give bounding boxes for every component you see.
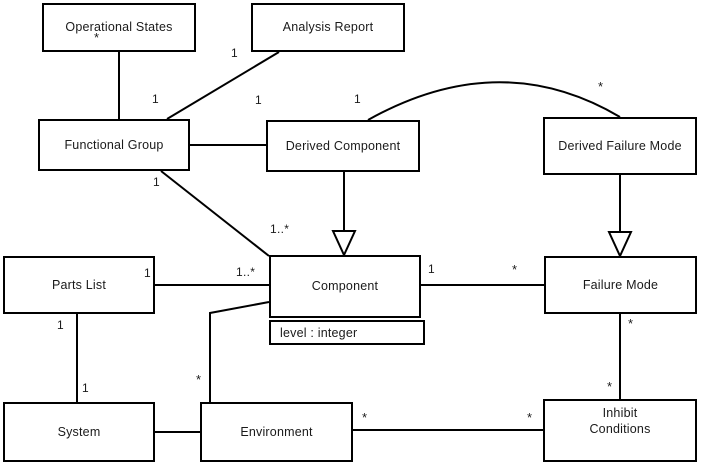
class-name-operational-states: Operational States	[65, 20, 173, 35]
multiplicity-label-mult-derived-failure-mode-end: *	[598, 79, 604, 94]
multiplicity-label-mult-component-parts-end: 1..*	[236, 265, 256, 279]
class-box-environment[interactable]: Environment	[200, 402, 353, 462]
multiplicity-label-mult-system-parts-end: 1	[82, 381, 89, 395]
multiplicity-label-mult-inhibit-conditions-env-end: *	[527, 410, 533, 425]
edge-analysis-report--functional-group[interactable]	[166, 51, 280, 120]
generalization-arrowhead-derived-component--component	[331, 230, 357, 258]
class-box-component[interactable]: Component	[269, 255, 421, 318]
attribute-compartment-component-attributes: level : integer	[269, 320, 425, 345]
multiplicity-label-mult-environment-ic-end: *	[362, 410, 368, 425]
multiplicity-label-mult-failure-mode-ic-end: *	[628, 316, 634, 331]
multiplicity-label-mult-derived-component-left-end: 1	[354, 92, 361, 106]
class-box-functional-group[interactable]: Functional Group	[38, 119, 190, 171]
class-box-operational-states[interactable]: Operational States	[42, 3, 196, 52]
edge-component--environment[interactable]	[209, 301, 270, 402]
class-name-system: System	[57, 424, 101, 439]
class-name-functional-group: Functional Group	[64, 137, 164, 152]
class-box-parts-list[interactable]: Parts List	[3, 256, 155, 314]
multiplicity-label-mult-component-fm-end: 1	[428, 262, 435, 276]
edge-functional-group--component[interactable]	[160, 170, 270, 257]
generalization-arrowhead-derived-failure-mode--failure-mode	[607, 231, 633, 259]
multiplicity-label-mult-functional-group-comp-end: 1	[153, 175, 160, 189]
multiplicity-label-mult-component-fg-end: 1..*	[270, 222, 290, 236]
edges-group	[76, 51, 621, 433]
attribute-text-component-attributes: level : integer	[280, 325, 358, 340]
multiplicity-label-mult-inhibit-conditions-fm-end: *	[607, 379, 613, 394]
class-name-environment: Environment	[240, 424, 313, 439]
class-name-derived-failure-mode: Derived Failure Mode	[558, 138, 682, 153]
class-name-failure-mode: Failure Mode	[582, 277, 659, 292]
multiplicity-label-mult-functional-group-report-end: 1	[152, 92, 159, 106]
class-name-component: Component	[311, 279, 379, 294]
multiplicity-label-mult-parts-list-end: 1	[144, 266, 151, 280]
class-box-derived-failure-mode[interactable]: Derived Failure Mode	[543, 117, 697, 175]
multiplicity-label-mult-operational-states-end: *	[94, 30, 100, 45]
class-name-parts-list: Parts List	[51, 277, 107, 292]
multiplicity-label-mult-parts-list-system-end: 1	[57, 318, 64, 332]
class-box-system[interactable]: System	[3, 402, 155, 462]
class-name-derived-component: Derived Component	[285, 138, 401, 153]
multiplicity-label-mult-environment-comp-end: *	[196, 372, 202, 387]
class-box-failure-mode[interactable]: Failure Mode	[544, 256, 697, 314]
class-box-analysis-report[interactable]: Analysis Report	[251, 3, 405, 52]
class-box-derived-component[interactable]: Derived Component	[266, 120, 420, 172]
generalization-arrowheads-group	[331, 230, 633, 259]
edge-derived-component--derived-failure-mode[interactable]	[367, 81, 621, 121]
multiplicity-label-mult-functional-group-dc-end: 1	[255, 93, 262, 107]
class-name-analysis-report: Analysis Report	[282, 20, 374, 35]
multiplicity-label-mult-analysis-report-end: 1	[231, 46, 238, 60]
multiplicity-label-mult-failure-mode-comp-end: *	[512, 262, 518, 277]
